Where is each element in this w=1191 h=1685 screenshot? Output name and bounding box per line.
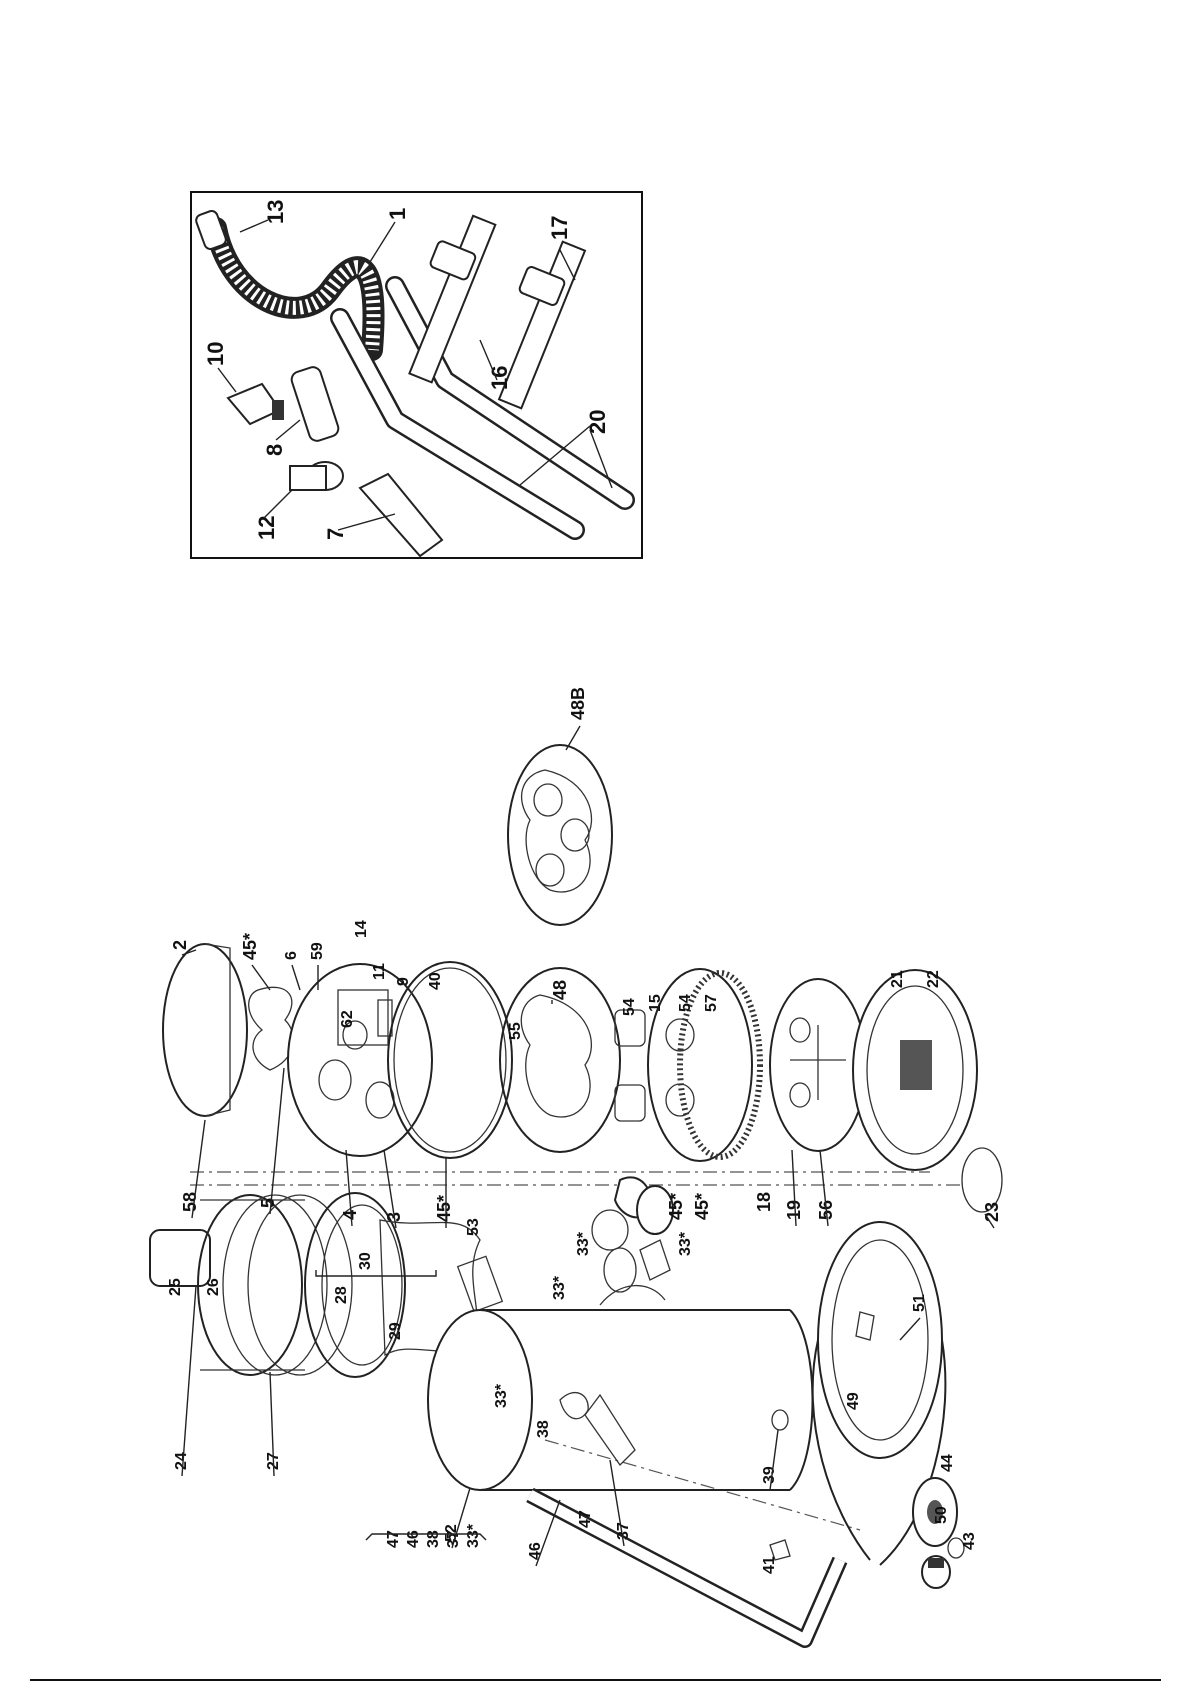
label-5: 5 — [258, 1198, 278, 1208]
label-40: 40 — [427, 972, 444, 990]
label-33-b: 33* — [551, 1275, 568, 1300]
label-16: 16 — [487, 366, 512, 390]
page-bottom-rule — [30, 1679, 1161, 1681]
label-20: 20 — [585, 410, 610, 434]
label-50: 50 — [933, 1506, 950, 1524]
label-4: 4 — [340, 1210, 360, 1220]
label-8: 8 — [262, 444, 287, 456]
accessories-labels: 13 1 17 10 16 8 20 12 7 — [203, 200, 612, 540]
label-1: 1 — [385, 208, 410, 220]
motor-head — [288, 964, 432, 1156]
bracket — [560, 1393, 588, 1419]
label-25: 25 — [167, 1278, 184, 1296]
bottom-housing — [853, 970, 1002, 1212]
label-62: 62 — [339, 1010, 356, 1028]
label-43: 43 — [961, 1532, 978, 1550]
exploded-leaders — [182, 726, 994, 1566]
label-57: 57 — [703, 994, 720, 1012]
label-55: 55 — [507, 1022, 524, 1040]
label-29: 29 — [387, 1322, 404, 1340]
kit-item-38: 38 — [425, 1530, 442, 1548]
label-17: 17 — [547, 216, 572, 240]
label-12: 12 — [254, 516, 279, 540]
plate-48b — [508, 745, 612, 925]
label-26: 26 — [205, 1278, 222, 1296]
label-44: 44 — [939, 1454, 956, 1472]
label-38: 38 — [535, 1420, 552, 1438]
label-15: 15 — [647, 994, 664, 1012]
label-54-b: 54 — [677, 994, 694, 1012]
label-7: 7 — [323, 528, 348, 540]
diffuser-plate — [770, 979, 866, 1151]
label-54-a: 54 — [621, 998, 638, 1016]
label-6: 6 — [283, 951, 300, 960]
label-45-d: 45* — [692, 1193, 712, 1220]
label-33-d: 33* — [493, 1383, 510, 1408]
label-51: 51 — [911, 1294, 928, 1312]
label-48b: 48B — [568, 687, 588, 720]
label-21: 21 — [889, 970, 906, 988]
label-47: 47 — [577, 1510, 594, 1528]
label-59: 59 — [309, 942, 326, 960]
gasket-upper — [249, 987, 294, 1070]
label-28: 28 — [333, 1286, 350, 1304]
label-48: 48 — [550, 980, 570, 1000]
label-23: 23 — [982, 1202, 1002, 1222]
label-19: 19 — [784, 1200, 804, 1220]
bag-holder — [458, 1256, 503, 1311]
inlet-fitting — [592, 1177, 673, 1250]
tank — [428, 1240, 813, 1490]
label-2: 2 — [170, 940, 190, 950]
label-39: 39 — [761, 1466, 778, 1484]
label-22: 22 — [925, 970, 942, 988]
label-10: 10 — [203, 342, 228, 366]
label-11: 11 — [371, 963, 388, 980]
label-45-b: 45* — [434, 1195, 454, 1222]
label-53: 53 — [465, 1218, 482, 1236]
drain-cap — [772, 1410, 788, 1430]
label-45-c: 45* — [666, 1193, 686, 1220]
label-14: 14 — [353, 920, 370, 938]
label-18: 18 — [754, 1192, 774, 1212]
castor — [922, 1556, 950, 1588]
label-45-a: 45* — [240, 933, 260, 960]
kit-item-46: 46 — [405, 1530, 422, 1548]
label-24: 24 — [173, 1452, 190, 1470]
label-41: 41 — [761, 1556, 778, 1574]
label-49: 49 — [845, 1392, 862, 1410]
label-9: 9 — [395, 977, 412, 986]
label-30: 30 — [357, 1252, 374, 1270]
label-33-c: 33* — [677, 1231, 694, 1256]
exploded-view: 48B 2 45* 6 59 14 11 9 62 40 48 55 54 15… — [150, 687, 1002, 1640]
kit-item-47: 47 — [385, 1530, 402, 1548]
label-33-a: 33* — [575, 1231, 592, 1256]
label-58: 58 — [180, 1192, 200, 1212]
accessories-box: 13 1 17 10 16 8 20 12 7 — [191, 192, 642, 558]
label-37: 37 — [615, 1522, 632, 1540]
clip — [585, 1395, 635, 1465]
top-cover — [163, 944, 247, 1116]
kit-item-33: 33* — [465, 1523, 482, 1548]
kit-list: 47 46 38 37 33* — [366, 1523, 486, 1548]
